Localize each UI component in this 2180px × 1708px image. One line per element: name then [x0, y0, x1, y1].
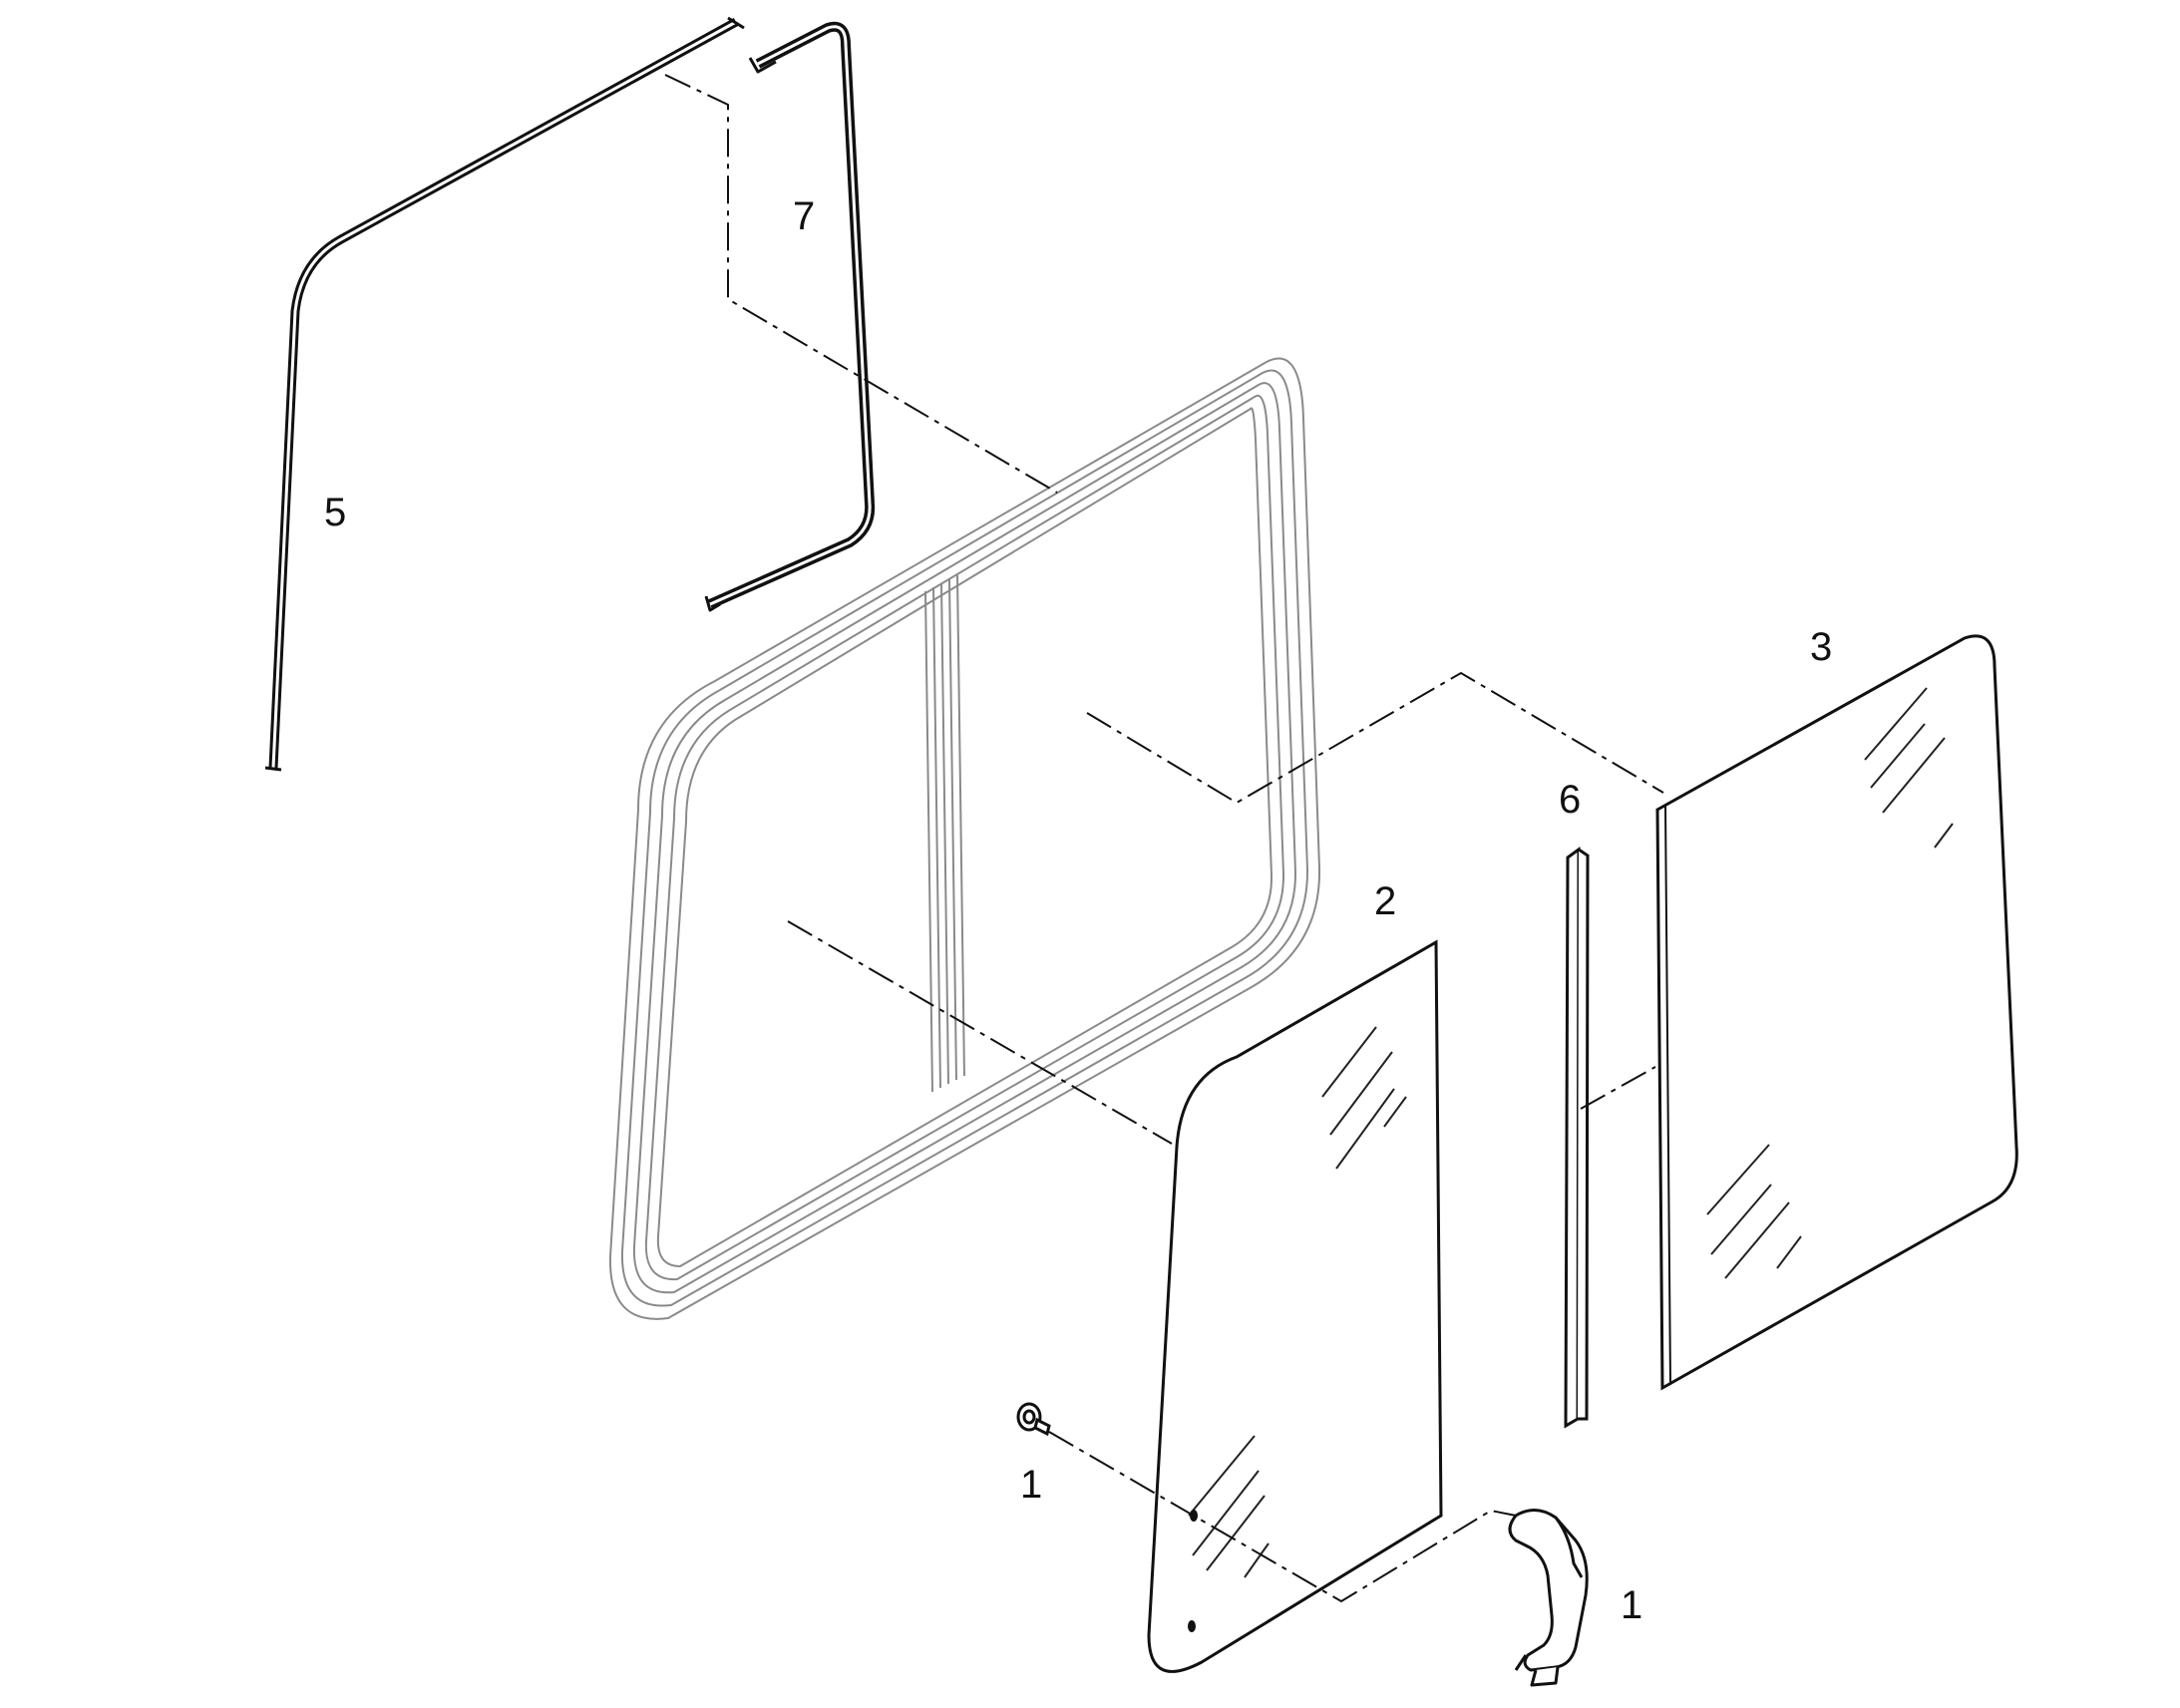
glass-panel-large [1655, 634, 2018, 1391]
callout-glass-large: 3 [1810, 625, 1832, 669]
callout-labels: 7 5 3 6 2 1 1 [324, 194, 1832, 1627]
callout-strip: 6 [1559, 778, 1581, 822]
rubber-strip [1564, 847, 1590, 1429]
handle [1508, 1509, 1589, 1687]
callout-seal-left: 5 [324, 491, 346, 534]
callout-knob: 1 [1020, 1463, 1042, 1507]
glass-glare-marks [1706, 687, 1954, 1279]
knob [1016, 1402, 1051, 1437]
callout-seal-right: 7 [793, 194, 815, 238]
glass-panel-small [1147, 939, 1443, 1673]
glass-glare-marks-small [1188, 1026, 1407, 1578]
callout-handle: 1 [1621, 1583, 1642, 1627]
seal-right [704, 21, 876, 612]
seal-left [264, 16, 745, 772]
callout-glass-small: 2 [1374, 879, 1396, 923]
window-frame [608, 357, 1321, 1320]
mounting-hole-lower [1188, 1620, 1196, 1632]
assembly-leader-lines [664, 74, 1664, 1603]
